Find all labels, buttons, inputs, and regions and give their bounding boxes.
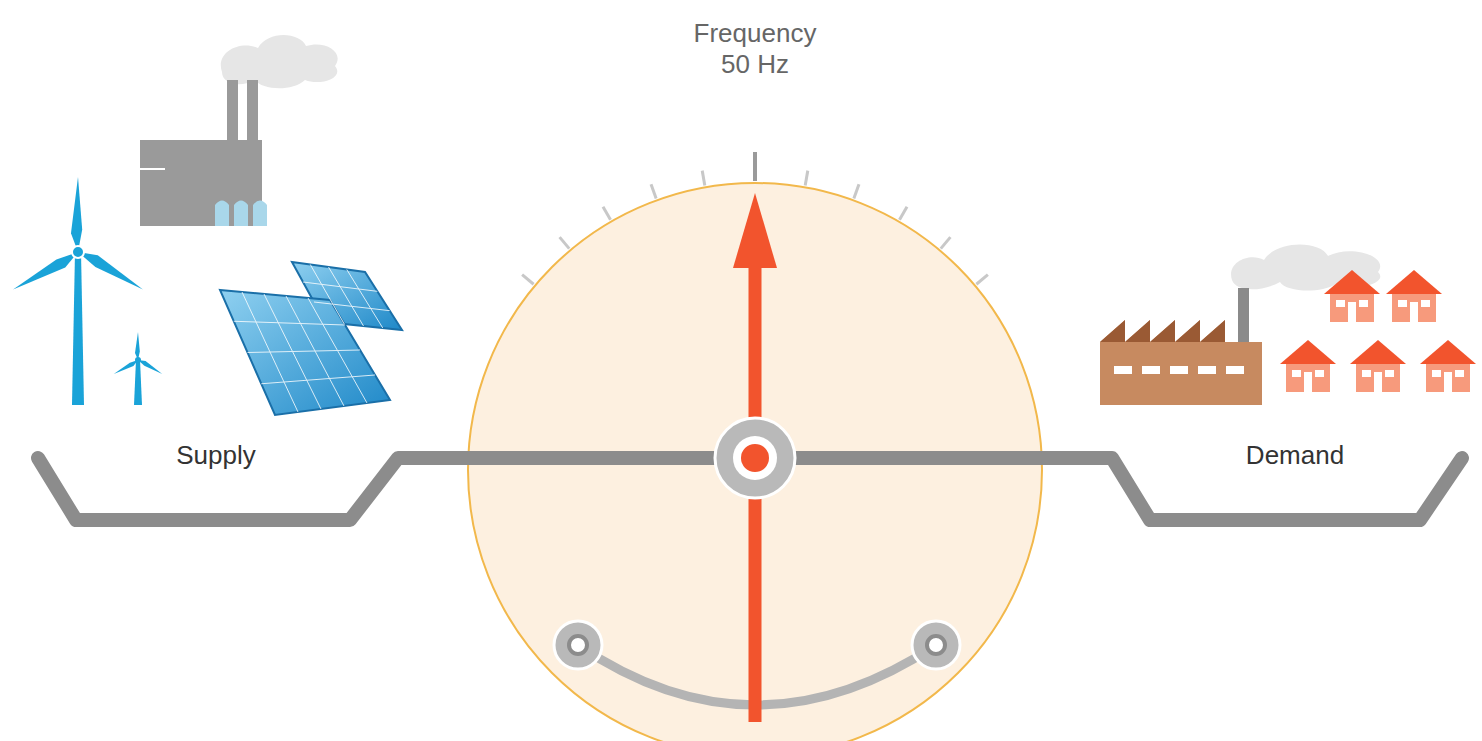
factory-roof: [1100, 320, 1225, 342]
power-plant-icon: [140, 35, 338, 226]
factory-windows: [1114, 366, 1244, 374]
house-window: [1292, 370, 1301, 377]
plant-building: [140, 140, 262, 226]
house-window: [1315, 370, 1324, 377]
house-roof: [1420, 340, 1476, 364]
house-door: [1410, 302, 1418, 322]
house-wall: [1330, 292, 1374, 322]
house-window: [1432, 370, 1441, 377]
tank: [234, 201, 248, 227]
house-door: [1444, 372, 1452, 392]
house-door: [1304, 372, 1312, 392]
dial-tick: [522, 275, 533, 285]
factory-building: [1100, 320, 1262, 405]
plant-block: [140, 140, 170, 168]
tank: [215, 201, 229, 227]
house-window: [1362, 370, 1371, 377]
dial-tick: [560, 237, 570, 248]
turbine-blade: [76, 246, 147, 293]
dial-tick: [976, 275, 987, 285]
turbine-hub: [72, 246, 84, 258]
solar-panel-icon: [220, 262, 402, 415]
dial-tick: [941, 237, 951, 248]
needle-head: [733, 193, 777, 268]
panel-grid: [234, 265, 390, 413]
frequency-dial: [468, 152, 1042, 741]
panel-line: [310, 265, 344, 325]
dial-tick: [753, 152, 757, 181]
house-window: [1398, 300, 1407, 307]
house-wall: [1426, 362, 1470, 392]
house-door: [1374, 372, 1382, 392]
dial-tick: [603, 207, 611, 220]
house-wall: [1392, 292, 1436, 322]
houses-icon: [1280, 270, 1476, 392]
house-wall: [1286, 362, 1330, 392]
dial-tick: [854, 184, 859, 198]
house-window: [1455, 370, 1464, 377]
pivot: [554, 621, 602, 669]
dial-ticks: [522, 152, 988, 284]
turbine-hub: [135, 357, 141, 363]
house-roof: [1324, 270, 1380, 294]
turbine-blade: [135, 332, 140, 360]
demand-label: Demand: [1195, 440, 1395, 471]
tank: [253, 201, 267, 227]
smoke: [221, 35, 338, 88]
panel-line: [314, 302, 390, 311]
panel-line: [261, 375, 375, 384]
panel-line: [347, 270, 383, 329]
supply-label: Supply: [116, 440, 316, 471]
factory-icon: [1100, 244, 1380, 405]
dial-tick: [900, 207, 908, 220]
chimney: [1238, 288, 1249, 344]
house-roof: [1350, 340, 1406, 364]
house-roof: [1386, 270, 1442, 294]
house-door: [1348, 302, 1356, 322]
panel-line: [303, 282, 377, 291]
frequency-label: Frequency 50 Hz: [680, 18, 830, 80]
pivot-center: [569, 636, 587, 654]
panel-line: [234, 321, 345, 325]
dial-tick: [702, 171, 705, 186]
panel-line: [248, 350, 361, 353]
dial-tick: [805, 171, 808, 186]
turbine-tower: [72, 252, 84, 405]
house-window: [1421, 300, 1430, 307]
chimney: [247, 80, 258, 142]
turbine-blade: [11, 248, 82, 295]
hub-ring: [733, 436, 777, 480]
pivot: [912, 621, 960, 669]
house-wall: [1356, 362, 1400, 392]
turbine-blades: [113, 332, 164, 377]
wind-turbine-icon: [11, 177, 164, 405]
turbine-blade: [137, 357, 164, 375]
house-window: [1336, 300, 1345, 307]
house-roof: [1280, 340, 1336, 364]
turbine-blades: [11, 177, 147, 296]
house-window: [1385, 370, 1394, 377]
house-window: [1359, 300, 1368, 307]
hub-center: [741, 444, 769, 472]
pivot-center: [927, 636, 945, 654]
turbine-blade: [71, 177, 82, 252]
panel-line: [329, 267, 364, 326]
solar-panel: [220, 290, 390, 415]
hub: [715, 418, 795, 498]
turbine-tower: [134, 360, 142, 405]
dial-tick: [651, 184, 656, 198]
chimney: [227, 80, 238, 142]
needle: [715, 193, 795, 722]
